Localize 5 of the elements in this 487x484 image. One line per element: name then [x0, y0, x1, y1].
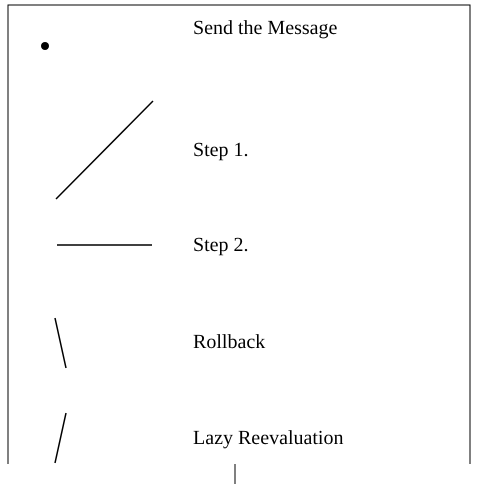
- legend-label: Step 2.: [193, 233, 249, 257]
- legend-label: Rollback: [193, 330, 266, 354]
- legend-label: Lazy Reevaluation: [193, 426, 344, 450]
- legend-label: Step 1.: [193, 138, 249, 162]
- legend-label: Send the Message: [193, 16, 338, 40]
